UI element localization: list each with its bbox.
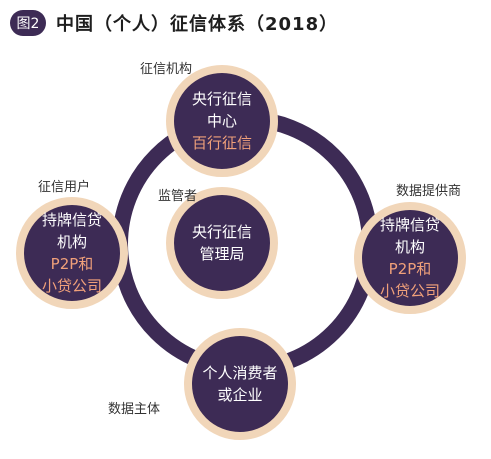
- left-node-line1: 持牌信贷: [41, 211, 102, 229]
- top-node-line1: 央行征信: [191, 90, 252, 108]
- right-node-sub1: P2P和: [388, 260, 432, 278]
- left-node: 持牌信贷 机构 P2P和 小贷公司: [20, 205, 124, 301]
- role-label-credit-user: 征信用户: [38, 180, 91, 195]
- left-node-circle: [16, 197, 128, 309]
- bottom-node-line1: 个人消费者: [202, 364, 278, 382]
- right-node-line1: 持牌信贷: [379, 216, 440, 234]
- bottom-node: 个人消费者 或企业: [188, 338, 292, 430]
- bottom-node-circle: [184, 328, 296, 440]
- figure-header: 图2 中国（个人）征信体系（2018）: [10, 8, 338, 38]
- right-node: 持牌信贷 机构 P2P和 小贷公司: [358, 210, 462, 306]
- center-node-circle: [166, 187, 278, 299]
- top-node: 央行征信 中心 百行征信: [170, 73, 274, 169]
- right-node-circle: [354, 202, 466, 314]
- right-node-line2: 机构: [394, 238, 425, 256]
- left-node-sub2: 小贷公司: [41, 277, 102, 295]
- role-label-regulator: 监管者: [158, 189, 198, 204]
- role-label-credit-agency: 征信机构: [140, 62, 193, 77]
- role-label-data-subject: 数据主体: [108, 402, 161, 417]
- center-node: 央行征信 管理局: [170, 198, 274, 288]
- figure-number-badge: 图2: [10, 10, 46, 36]
- left-node-sub1: P2P和: [50, 255, 94, 273]
- bottom-node-line2: 或企业: [217, 386, 263, 404]
- figure-title: 中国（个人）征信体系（2018）: [56, 14, 339, 35]
- left-node-line2: 机构: [56, 233, 87, 251]
- right-node-sub2: 小贷公司: [379, 282, 440, 300]
- top-node-circle: [166, 65, 278, 177]
- role-label-data-provider: 数据提供商: [396, 184, 462, 199]
- top-node-line2: 中心: [206, 112, 237, 130]
- top-node-sub: 百行征信: [191, 134, 252, 152]
- center-node-line2: 管理局: [199, 245, 245, 263]
- center-node-line1: 央行征信: [191, 223, 252, 241]
